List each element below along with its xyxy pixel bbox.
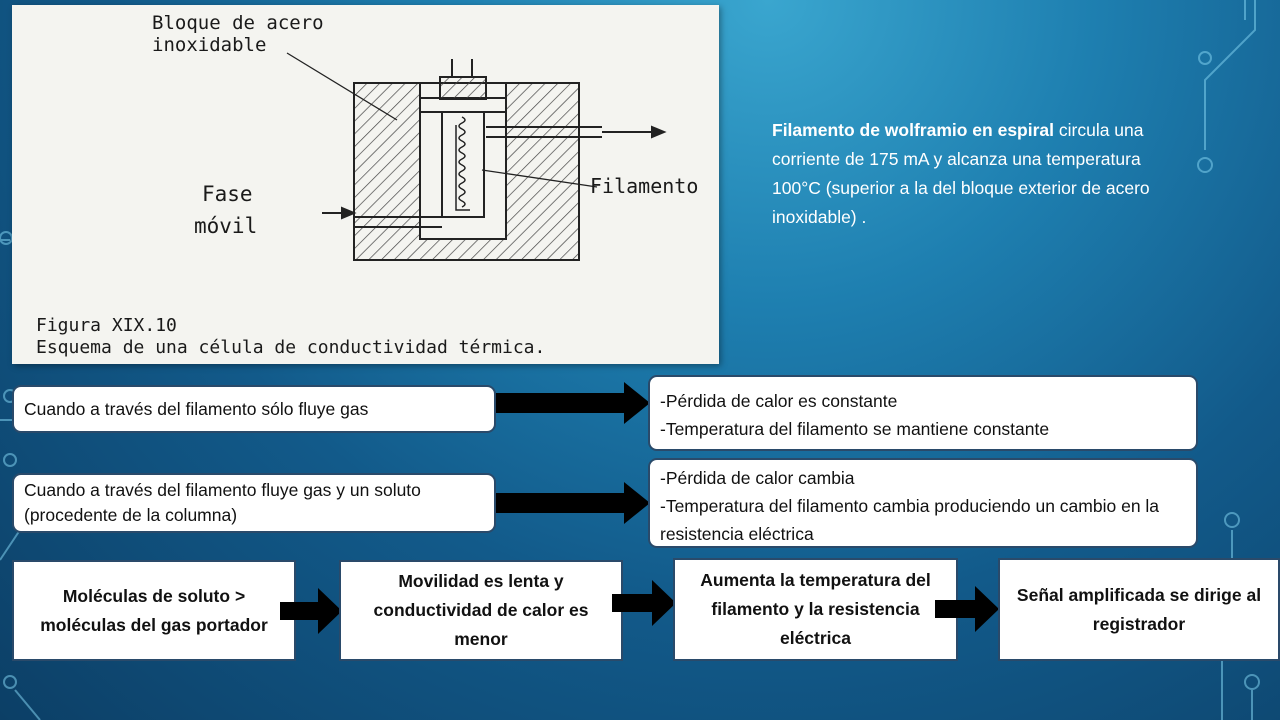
filament-description: Filamento de wolframio en espiral circul…: [772, 116, 1192, 232]
arrow-right-icon: [935, 586, 999, 632]
caption-text: Esquema de una célula de conductividad t…: [36, 337, 545, 358]
thermal-conductivity-cell-figure: Bloque de acero inoxidable Fase móvil Fi…: [12, 5, 719, 364]
flow-step-text: Señal amplificada se dirige al registrad…: [1016, 584, 1262, 634]
cell-cap: [419, 59, 507, 218]
flow-step-text: Movilidad es lenta y conductividad de ca…: [373, 571, 589, 649]
arrow-right-icon: [280, 588, 342, 634]
condition-text: Cuando a través del filamento sólo fluye…: [24, 398, 369, 419]
flow-step-text: Moléculas de soluto > moléculas del gas …: [40, 585, 268, 635]
flow-step-3: Aumenta la temperatura del filamento y l…: [673, 558, 958, 661]
effects-gas-only: -Pérdida de calor es constante -Temperat…: [648, 375, 1198, 451]
condition-text: Cuando a través del filamento fluye gas …: [24, 480, 421, 525]
label-phase-line2: móvil: [194, 214, 257, 238]
effect-line: -Temperatura del filamento cambia produc…: [660, 496, 1160, 544]
effect-line: -Pérdida de calor cambia: [660, 468, 855, 488]
label-block-line2: inoxidable: [152, 34, 266, 56]
effect-line: -Pérdida de calor es constante: [660, 391, 898, 411]
condition-gas-and-solute: Cuando a través del filamento fluye gas …: [12, 473, 496, 533]
arrow-right-icon: [496, 482, 650, 524]
label-filament: Filamento: [590, 174, 698, 198]
flow-step-text: Aumenta la temperatura del filamento y l…: [700, 570, 931, 648]
label-phase-line1: Fase: [202, 182, 253, 206]
arrow-right-icon: [496, 382, 650, 424]
condition-gas-only: Cuando a través del filamento sólo fluye…: [12, 385, 496, 433]
effect-line: -Temperatura del filamento se mantiene c…: [660, 419, 1050, 439]
flow-step-2: Movilidad es lenta y conductividad de ca…: [339, 560, 623, 661]
flow-step-1: Moléculas de soluto > moléculas del gas …: [12, 560, 296, 661]
caption-title: Figura XIX.10: [36, 315, 177, 336]
arrow-right-icon: [612, 580, 676, 626]
inlet-tube: [322, 206, 442, 228]
description-bold: Filamento de wolframio en espiral: [772, 120, 1055, 140]
outlet-tube: [486, 125, 667, 139]
filament-coil: [455, 116, 470, 211]
description-rest: circula una corriente de 175 mA y alcanz…: [772, 120, 1150, 227]
label-block-line1: Bloque de acero: [152, 12, 324, 34]
effects-gas-and-solute: -Pérdida de calor cambia -Temperatura de…: [648, 458, 1198, 548]
flow-step-4: Señal amplificada se dirige al registrad…: [998, 558, 1280, 661]
